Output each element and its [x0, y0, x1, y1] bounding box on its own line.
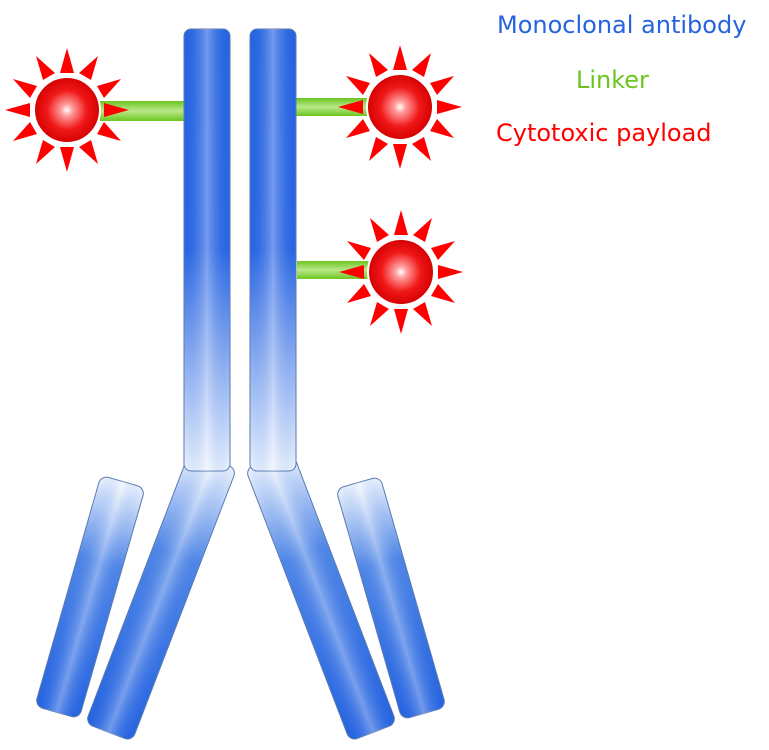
heavy-chain-left-stem — [183, 28, 231, 472]
legend-payload-label: Cytotoxic payload — [496, 119, 712, 147]
payload-left — [4, 47, 130, 173]
legend-antibody-label: Monoclonal antibody — [497, 11, 747, 39]
light-chain-left — [36, 476, 144, 718]
heavy-chain-right-stem — [249, 28, 297, 472]
payload-right-upper — [337, 44, 463, 170]
linker-left — [100, 101, 184, 121]
payload-right-lower — [338, 209, 464, 335]
light-chain-right — [337, 477, 445, 719]
legend-linker-label: Linker — [576, 66, 649, 94]
